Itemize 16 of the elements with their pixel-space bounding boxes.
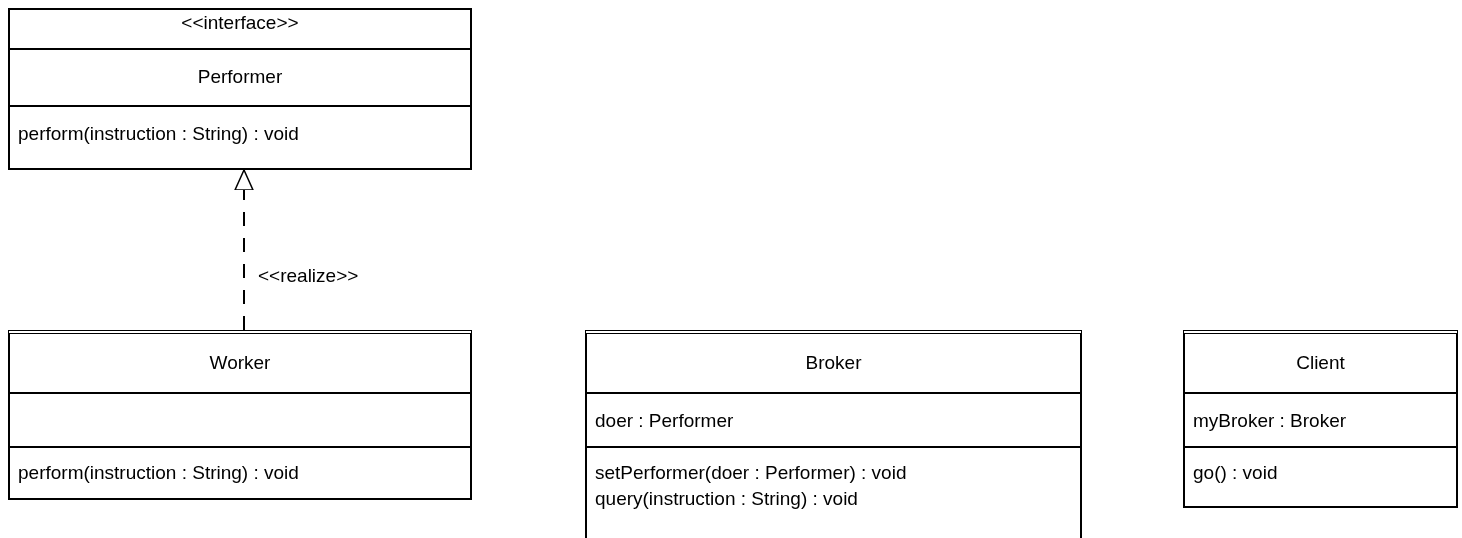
class-name: Broker: [804, 351, 863, 375]
class-name: Worker: [208, 351, 272, 375]
class-name: Performer: [196, 65, 284, 89]
class-box: [1183, 330, 1458, 508]
class-box: [8, 8, 472, 170]
class-box: [8, 330, 472, 500]
attribute-text: myBroker : Broker: [1192, 409, 1348, 433]
stereotype-text: <<interface>>: [180, 11, 300, 35]
attribute-text: doer : Performer: [594, 409, 735, 433]
operation-text: query(instruction : String) : void: [594, 487, 859, 511]
operation-text: go() : void: [1192, 461, 1279, 485]
class-name: Client: [1295, 351, 1346, 375]
operation-text: perform(instruction : String) : void: [17, 122, 300, 146]
operation-text: setPerformer(doer : Performer) : void: [594, 461, 908, 485]
class-box: [585, 330, 1082, 538]
operation-text: perform(instruction : String) : void: [17, 461, 300, 485]
